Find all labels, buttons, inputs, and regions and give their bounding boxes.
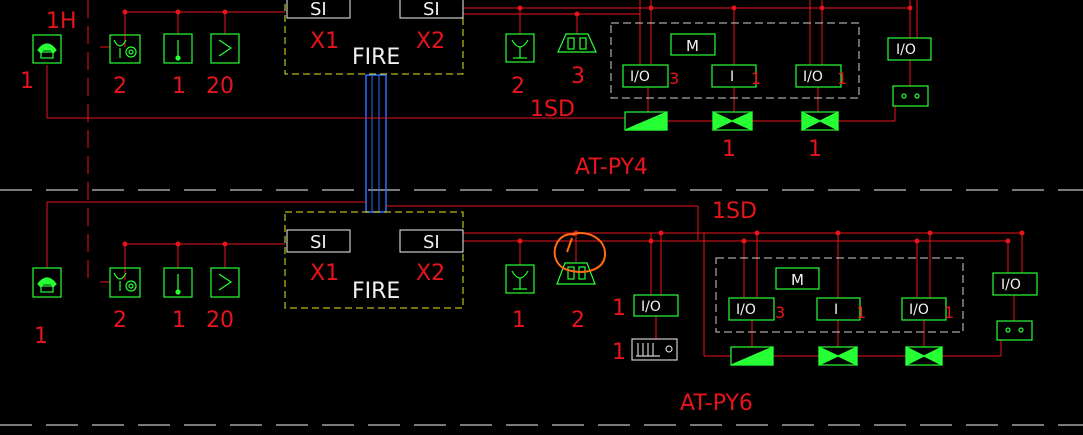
lower-damper-2-icon[interactable] [905, 346, 943, 366]
lower-terminal-box[interactable] [996, 320, 1033, 341]
upper-strobe-icon[interactable] [557, 33, 597, 53]
lower-keypad-count: 1 [612, 340, 626, 365]
lower-i-module-count: 1 [856, 303, 866, 322]
upper-floor-label: 1H [46, 9, 77, 34]
lower-io-module-1-label: I/O [736, 302, 756, 318]
lower-module-m[interactable] [775, 267, 820, 290]
lower-manual-call-count: 1 [172, 308, 186, 333]
upper-section: 1H SI SI X1 X2 FIRE 1 2 1 [20, 0, 932, 180]
upper-speaker-icon[interactable] [505, 33, 535, 63]
upper-phone-count: 1 [20, 69, 34, 94]
lower-io-module-right-label: I/O [1001, 277, 1021, 293]
lower-panel-border[interactable] [284, 211, 464, 309]
lower-port-si-left-label: SI [310, 232, 327, 253]
lower-speaker-count: 1 [512, 308, 526, 333]
upper-junctions [122, 5, 913, 17]
upper-io-module-1-count: 3 [669, 69, 679, 88]
upper-strobe-count: 3 [571, 64, 585, 89]
upper-i-module-count: 1 [751, 69, 761, 88]
lower-damper-1-icon[interactable] [818, 346, 858, 366]
upper-io-module-2-label: I/O [803, 69, 823, 85]
upper-port-si-right[interactable] [399, 0, 464, 19]
lower-io-single[interactable] [633, 294, 679, 317]
lower-junctions [122, 230, 1025, 247]
lower-panel-label: FIRE [352, 279, 400, 304]
upper-port-si-left[interactable] [286, 0, 351, 19]
upper-phone-icon[interactable] [32, 34, 62, 64]
upper-damper-2-icon[interactable] [801, 111, 839, 131]
lower-io-single-label: I/O [641, 299, 661, 315]
upper-manual-call-count: 1 [172, 74, 186, 99]
upper-detector-count: 20 [206, 74, 234, 99]
lower-port-si-left[interactable] [286, 229, 351, 253]
upper-i-module[interactable] [711, 64, 757, 88]
lower-port-si-right-label: SI [423, 232, 440, 253]
lower-speaker-icon[interactable] [505, 264, 535, 294]
cable-riser [365, 74, 387, 213]
lower-keypad-icon[interactable] [631, 338, 678, 361]
lower-detector-count: 20 [206, 308, 234, 333]
lower-strobe-icon[interactable] [556, 262, 596, 285]
upper-damper-2-count: 1 [808, 137, 822, 162]
upper-panel-border[interactable] [284, 0, 464, 75]
upper-module-m[interactable] [670, 33, 716, 56]
upper-fan-control-icon[interactable] [624, 111, 668, 131]
lower-i-module[interactable] [816, 297, 861, 321]
upper-box-label: AT-PY4 [575, 155, 648, 180]
upper-x2-label: X2 [416, 29, 445, 54]
upper-detector-icon[interactable] [210, 33, 240, 64]
lower-i-module-label: I [834, 302, 838, 318]
lower-manual-call-icon[interactable] [163, 267, 193, 298]
upper-damper-1-count: 1 [722, 137, 736, 162]
lower-port-si-right[interactable] [399, 229, 464, 253]
upper-io-module-right[interactable] [887, 37, 932, 61]
upper-panel-label: FIRE [352, 45, 400, 70]
separator-lines [0, 189, 1083, 426]
upper-bell-count: 2 [113, 74, 127, 99]
upper-wire-label: 1SD [530, 97, 575, 122]
upper-x1-label: X1 [310, 29, 339, 54]
upper-port-si-right-label: SI [423, 0, 440, 20]
lower-io-module-right[interactable] [992, 272, 1038, 296]
upper-bell-icon[interactable] [109, 34, 141, 64]
upper-io-module-1[interactable] [622, 64, 669, 88]
upper-speaker-count: 2 [511, 74, 525, 99]
upper-module-enclosure[interactable] [610, 22, 860, 99]
lower-fan-control-icon[interactable] [730, 346, 774, 366]
lower-io-module-2-count: 1 [944, 303, 954, 322]
upper-manual-call-icon[interactable] [163, 33, 193, 64]
upper-i-module-label: I [730, 69, 734, 85]
lower-io-single-count: 1 [612, 296, 626, 321]
upper-module-m-label: M [686, 37, 699, 55]
lower-x1-label: X1 [310, 261, 339, 286]
lower-section: SI SI X1 X2 FIRE 1 2 1 20 [32, 199, 1038, 416]
markup-circle-annotation[interactable] [553, 232, 607, 273]
lower-io-module-1[interactable] [728, 297, 775, 321]
lower-io-module-2-label: I/O [909, 302, 929, 318]
upper-port-si-left-label: SI [310, 0, 327, 20]
lower-module-enclosure[interactable] [715, 257, 964, 333]
lower-phone-icon[interactable] [32, 267, 62, 298]
lower-strobe-count: 2 [571, 308, 585, 333]
lower-box-label: AT-PY6 [680, 391, 753, 416]
upper-io-module-right-label: I/O [896, 42, 916, 58]
upper-damper-1-icon[interactable] [712, 111, 753, 131]
lower-bell-count: 2 [113, 308, 127, 333]
lower-x2-label: X2 [416, 261, 445, 286]
upper-io-module-2[interactable] [795, 64, 842, 88]
lower-io-module-2[interactable] [901, 297, 947, 321]
lower-bell-icon[interactable] [109, 267, 141, 298]
lower-wire-label: 1SD [712, 199, 757, 224]
upper-terminal-box[interactable] [892, 85, 929, 107]
lower-phone-count: 1 [34, 324, 48, 349]
upper-io-module-1-label: I/O [630, 69, 650, 85]
lower-detector-icon[interactable] [210, 267, 240, 298]
lower-io-module-1-count: 3 [775, 303, 785, 322]
lower-module-m-label: M [791, 271, 804, 289]
upper-wires [46, 0, 918, 122]
upper-io-module-2-count: 1 [837, 69, 847, 88]
